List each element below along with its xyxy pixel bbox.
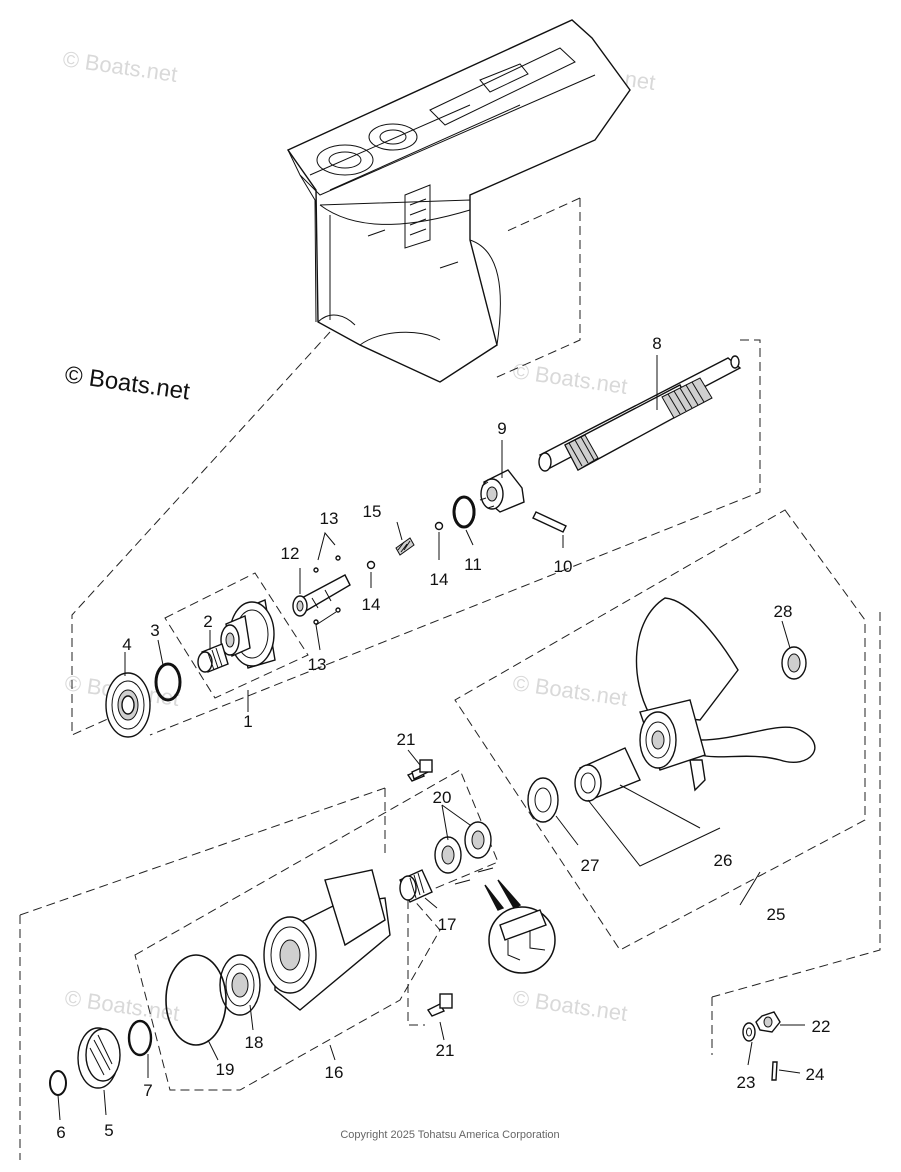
callout-2: 2: [203, 612, 212, 631]
callout-15: 15: [363, 502, 382, 521]
detail-inset: [454, 867, 556, 974]
watermark: © Boats.net: [61, 46, 179, 87]
pin-13: [335, 555, 341, 561]
bolt-upper: [406, 759, 433, 782]
callout-4: 4: [122, 635, 131, 654]
shift-plunger: [292, 574, 351, 617]
washer: [742, 1022, 756, 1042]
cross-pin: [532, 511, 567, 533]
bolt-lower: [426, 993, 453, 1017]
callout-20: 20: [433, 788, 452, 807]
callout-21: 21: [397, 730, 416, 749]
callout-12: 12: [281, 544, 300, 563]
callout-24: 24: [806, 1065, 825, 1084]
rear-bearing-pair: [434, 821, 492, 874]
callout-17: 17: [438, 915, 457, 934]
propeller-nut: [755, 1011, 781, 1033]
callout-25: 25: [767, 905, 786, 924]
thrust-washer: [527, 777, 559, 823]
watermark: © Boats.net: [511, 358, 629, 399]
rear-needle-bearing: [399, 869, 433, 903]
callout-13: 13: [320, 509, 339, 528]
pin-13: [313, 567, 319, 573]
callout-13: 13: [308, 655, 327, 674]
callout-9: 9: [497, 419, 506, 438]
steel-ball: [366, 560, 376, 570]
spacer: [781, 646, 807, 680]
cotter-pin: [771, 1061, 778, 1081]
steel-ball: [434, 521, 444, 531]
propeller: [635, 597, 816, 792]
callout-14: 14: [362, 595, 381, 614]
propeller-shaft: [538, 355, 742, 472]
assembly-boundaries: [19, 197, 881, 1160]
seal-housing: [77, 1027, 121, 1089]
o-ring-small: [127, 1019, 153, 1057]
clutch-dog: [479, 469, 525, 513]
callout-27: 27: [581, 856, 600, 875]
callout-16: 16: [325, 1063, 344, 1082]
callout-23: 23: [737, 1073, 756, 1092]
callout-28: 28: [774, 602, 793, 621]
shim: [154, 662, 182, 702]
watermark: © Boats.net: [511, 985, 629, 1026]
callout-21: 21: [436, 1041, 455, 1060]
gear-case-housing: [286, 19, 631, 383]
boats-net-watermark-main: © Boats.net: [63, 361, 192, 405]
callout-11: 11: [464, 555, 482, 574]
shift-spring: [395, 537, 415, 556]
callout-labels: 1 2 3 4 5 6 7 8 9 10 11 12 13 13 14 14 1…: [56, 334, 830, 1142]
callout-18: 18: [245, 1033, 264, 1052]
needle-bearing: [197, 643, 229, 673]
callout-22: 22: [812, 1017, 831, 1036]
callout-7: 7: [143, 1081, 152, 1100]
callout-3: 3: [150, 621, 159, 640]
callout-8: 8: [652, 334, 661, 353]
callout-19: 19: [216, 1060, 235, 1079]
callout-6: 6: [56, 1123, 65, 1142]
rear-bearing-housing: [263, 869, 391, 1011]
forward-bearing-housing: [220, 599, 276, 669]
callout-5: 5: [104, 1121, 113, 1140]
watermark: © Boats.net: [63, 985, 181, 1026]
callout-1: 1: [243, 712, 252, 731]
ball-bearing: [105, 672, 151, 738]
callout-14: 14: [430, 570, 449, 589]
retaining-ring: [49, 1070, 67, 1096]
leader-lines: [57, 355, 805, 1121]
propeller-bushing: [574, 747, 641, 802]
pin-13: [335, 607, 341, 613]
callout-10: 10: [554, 557, 573, 576]
watermark: © Boats.net: [511, 670, 629, 711]
carrier-bearing: [219, 954, 261, 1016]
pin-13: [313, 619, 319, 625]
spring-ring: [452, 495, 476, 529]
o-ring: [165, 954, 227, 1046]
copyright-footer: Copyright 2025 Tohatsu America Corporati…: [340, 1129, 559, 1141]
callout-26: 26: [714, 851, 733, 870]
